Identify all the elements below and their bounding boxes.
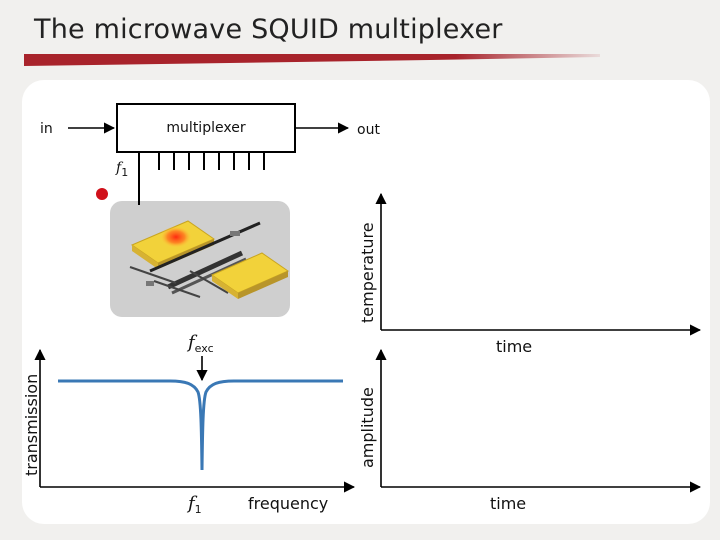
transmission-axis-label: transmission	[22, 373, 41, 476]
fexc-label: fexc	[188, 332, 214, 355]
channel-label-sub: 1	[121, 166, 129, 179]
detector-photo	[110, 201, 290, 317]
mux-output-label: out	[357, 122, 380, 138]
frequency-axis-label: frequency	[248, 494, 329, 513]
mux-input-label: in	[40, 121, 53, 137]
temperature-time-label: time	[496, 337, 533, 356]
resonance-curve	[58, 379, 343, 471]
f1-tick-sub: 1	[194, 503, 202, 516]
pixel-dot	[96, 188, 108, 200]
amplitude-axis-label: amplitude	[358, 387, 377, 468]
channel-label-f: f	[116, 160, 122, 176]
f1-tick-label: f1	[188, 493, 202, 516]
fexc-f: f	[188, 332, 195, 353]
tes-microcalorimeter-icon	[129, 220, 290, 299]
amplitude-time-label: time	[490, 494, 527, 513]
multiplexer-label: multiplexer	[166, 120, 246, 136]
f1-tick-f: f	[188, 493, 195, 514]
channel-label: f1	[116, 160, 128, 179]
channel-ticks	[138, 153, 265, 205]
slide-title: The microwave SQUID multiplexer	[34, 14, 503, 45]
temperature-axis-label: temperature	[358, 222, 377, 323]
multiplexer-box: multiplexer	[116, 103, 296, 153]
title-accent-bar	[24, 54, 600, 66]
fexc-sub: exc	[194, 342, 214, 355]
